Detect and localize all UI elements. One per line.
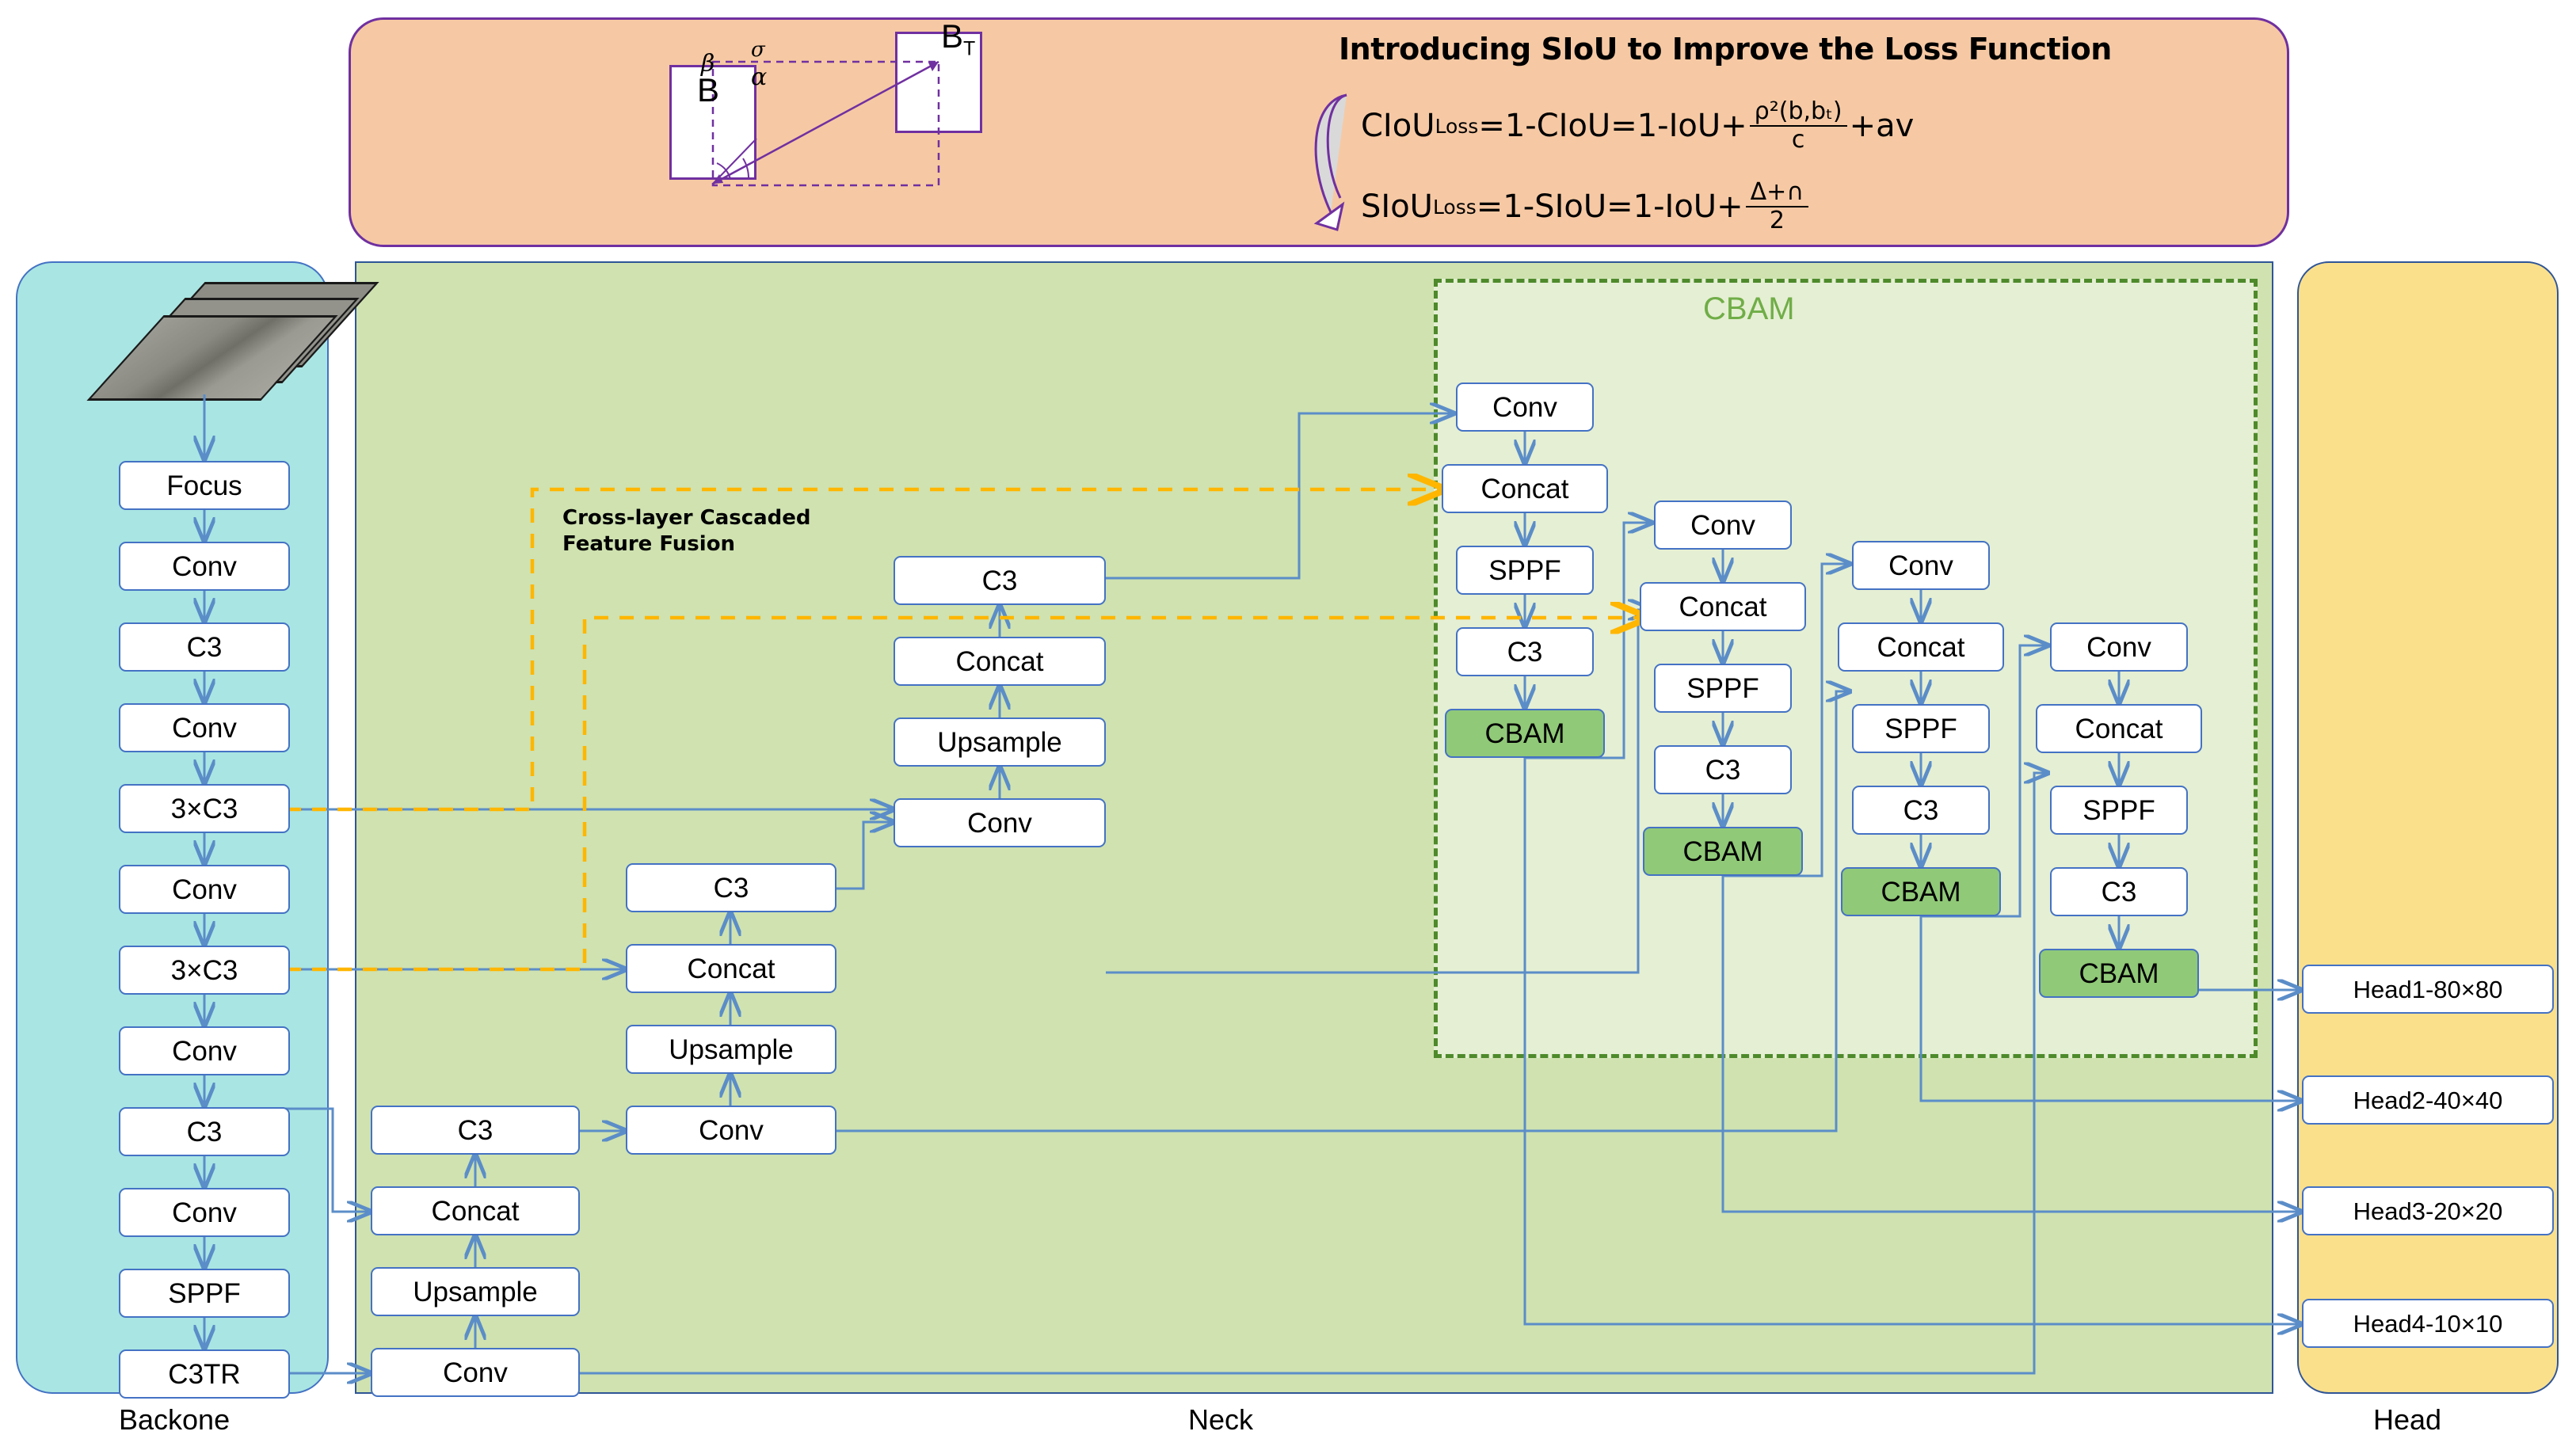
ciou-lhs: CIoU (1361, 108, 1435, 144)
backbone-node-3xc3-1[interactable]: 3×C3 (119, 784, 290, 833)
siou-mid: =1-SIoU=1-IoU+ (1476, 188, 1743, 225)
neck-b-c3[interactable]: C3 (626, 863, 836, 912)
siou-fraction: Δ+∩2 (1745, 178, 1809, 233)
box-bt-subscript: T (963, 37, 976, 60)
cbam3-sppf[interactable]: SPPF (1852, 704, 1990, 753)
backbone-node-focus[interactable]: Focus (119, 461, 290, 510)
cbam2-c3[interactable]: C3 (1654, 745, 1792, 794)
neck-c-concat[interactable]: Concat (894, 637, 1106, 686)
cbam1-sppf[interactable]: SPPF (1456, 546, 1594, 595)
backbone-caption: Backone (119, 1403, 231, 1436)
head-node-1[interactable]: Head1-80×80 (2302, 965, 2554, 1014)
cbam3-concat[interactable]: Concat (1838, 622, 2004, 672)
backbone-node-conv-4[interactable]: Conv (119, 1026, 290, 1075)
backbone-node-c3-2[interactable]: C3 (119, 1107, 290, 1156)
backbone-node-c3tr[interactable]: C3TR (119, 1349, 290, 1399)
backbone-node-conv-5[interactable]: Conv (119, 1188, 290, 1237)
neck-c-c3[interactable]: C3 (894, 556, 1106, 605)
backbone-node-conv-2[interactable]: Conv (119, 703, 290, 752)
cbam4-sppf[interactable]: SPPF (2050, 786, 2188, 835)
head-node-3[interactable]: Head3-20×20 (2302, 1186, 2554, 1235)
fusion-label-line2: Feature Fusion (562, 531, 736, 556)
ciou-mid: =1-CIoU=1-IoU+ (1478, 108, 1747, 144)
cbam1-cbam[interactable]: CBAM (1445, 709, 1605, 758)
cbam2-cbam[interactable]: CBAM (1643, 827, 1803, 876)
backbone-node-c3-1[interactable]: C3 (119, 622, 290, 672)
ciou-lhs-sub: Loss (1435, 114, 1479, 138)
backbone-node-3xc3-2[interactable]: 3×C3 (119, 946, 290, 995)
backbone-node-conv-1[interactable]: Conv (119, 542, 290, 591)
neck-b-concat[interactable]: Concat (626, 944, 836, 993)
siou-lhs: SIoU (1361, 188, 1433, 225)
neck-a-upsample[interactable]: Upsample (371, 1267, 580, 1316)
cbam3-cbam[interactable]: CBAM (1841, 867, 2001, 916)
siou-lhs-sub: Loss (1432, 195, 1477, 219)
cbam1-concat[interactable]: Concat (1442, 464, 1608, 513)
label-alpha: α (751, 63, 768, 91)
cbam4-c3[interactable]: C3 (2050, 867, 2188, 916)
cbam1-c3[interactable]: C3 (1456, 627, 1594, 676)
banner-title: Introducing SIoU to Improve the Loss Fun… (1339, 32, 2112, 67)
neck-c-conv[interactable]: Conv (894, 798, 1106, 847)
box-b-label: B (697, 71, 720, 108)
ciou-numerator: ρ²(b,bₜ) (1754, 97, 1842, 125)
ciou-tail: +av (1849, 108, 1915, 144)
cbam2-concat[interactable]: Concat (1640, 582, 1806, 631)
cbam3-c3[interactable]: C3 (1852, 786, 1990, 835)
head-node-2[interactable]: Head2-40×40 (2302, 1075, 2554, 1125)
neck-b-upsample[interactable]: Upsample (626, 1025, 836, 1074)
neck-c-upsample[interactable]: Upsample (894, 717, 1106, 767)
head-caption: Head (2373, 1403, 2442, 1436)
neck-a-conv[interactable]: Conv (371, 1348, 580, 1397)
cbam3-conv[interactable]: Conv (1852, 541, 1990, 590)
neck-a-concat[interactable]: Concat (371, 1186, 580, 1235)
backbone-node-sppf[interactable]: SPPF (119, 1269, 290, 1318)
siou-numerator: Δ+∩ (1750, 178, 1804, 206)
cbam4-concat[interactable]: Concat (2036, 704, 2202, 753)
cbam-group-title: CBAM (1703, 291, 1795, 326)
cbam2-sppf[interactable]: SPPF (1654, 664, 1792, 713)
label-sigma: σ (751, 38, 765, 62)
label-beta: β (701, 50, 715, 78)
neck-caption: Neck (1188, 1403, 1254, 1436)
cbam1-conv[interactable]: Conv (1456, 383, 1594, 432)
neck-a-c3[interactable]: C3 (371, 1106, 580, 1155)
cbam2-conv[interactable]: Conv (1654, 501, 1792, 550)
backbone-node-conv-3[interactable]: Conv (119, 865, 290, 914)
neck-b-conv[interactable]: Conv (626, 1106, 836, 1155)
cbam4-conv[interactable]: Conv (2050, 622, 2188, 672)
cbam4-cbam[interactable]: CBAM (2039, 949, 2199, 998)
box-bt-label: BT (941, 17, 976, 60)
fusion-label: Cross-layer Cascaded Feature Fusion (562, 505, 811, 557)
ciou-fraction: ρ²(b,bₜ)c (1749, 97, 1847, 152)
head-node-4[interactable]: Head4-10×10 (2302, 1299, 2554, 1348)
ciou-denominator: c (1749, 125, 1847, 152)
fusion-label-line1: Cross-layer Cascaded (562, 506, 811, 530)
siou-denominator: 2 (1745, 206, 1809, 233)
